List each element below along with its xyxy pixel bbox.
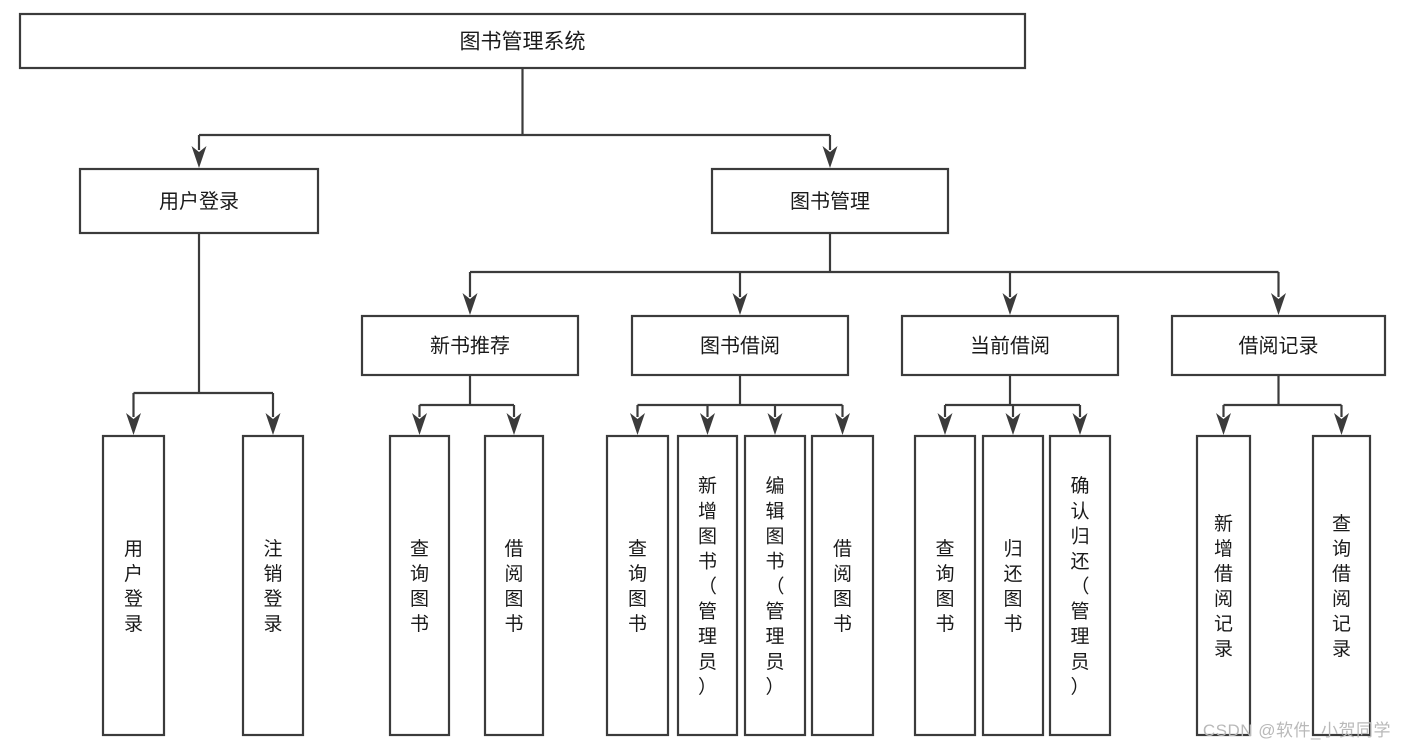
node-box[interactable]	[483, 434, 545, 737]
node-label: 借阅图书	[833, 538, 852, 635]
node-leaf_1[interactable]: 注销登录	[241, 434, 305, 737]
node-box[interactable]	[913, 434, 977, 737]
node-label: 查询图书	[935, 538, 954, 635]
arrowhead-icon	[822, 146, 838, 168]
node-l3_1[interactable]: 图书借阅	[630, 314, 850, 377]
arrowhead-icon	[506, 413, 522, 435]
node-leaf_0[interactable]: 用户登录	[101, 434, 166, 737]
node-leaf_10[interactable]: 确认归还（管理员）	[1048, 434, 1112, 737]
node-label: 借阅图书	[504, 538, 523, 635]
node-box[interactable]	[1170, 314, 1387, 377]
node-box[interactable]	[1048, 434, 1112, 737]
node-l2_1[interactable]: 图书管理	[710, 167, 950, 235]
arrowhead-icon	[1072, 413, 1088, 435]
edge-group-l3_3	[1216, 375, 1349, 435]
node-leaf_4[interactable]: 查询图书	[605, 434, 670, 737]
node-leaf_8[interactable]: 查询图书	[913, 434, 977, 737]
arrowhead-icon	[1271, 293, 1286, 315]
edge-group-l2_0	[126, 233, 281, 435]
node-l2_0[interactable]: 用户登录	[78, 167, 320, 235]
node-box[interactable]	[241, 434, 305, 737]
edge-group-l3_1	[630, 375, 850, 435]
node-label: 新增借阅记录	[1214, 513, 1233, 660]
node-label: 归还图书	[1003, 538, 1022, 635]
node-box[interactable]	[900, 314, 1120, 377]
arrowhead-icon	[1002, 293, 1018, 315]
node-leaf_11[interactable]: 新增借阅记录	[1195, 434, 1252, 737]
node-label: 编辑图书（管理员）	[765, 475, 784, 698]
node-leaf_9[interactable]: 归还图书	[981, 434, 1045, 737]
arrowhead-icon	[1005, 413, 1021, 435]
arrowhead-icon	[767, 413, 783, 435]
arrowhead-icon	[412, 413, 427, 435]
node-box[interactable]	[360, 314, 580, 377]
nodes-layer: 图书管理系统用户登录图书管理新书推荐图书借阅当前借阅借阅记录用户登录注销登录查询…	[18, 12, 1387, 737]
node-label: 查询图书	[628, 538, 647, 635]
arrowhead-icon	[1334, 413, 1349, 435]
node-leaf_5[interactable]: 新增图书（管理员）	[676, 434, 739, 737]
node-box[interactable]	[981, 434, 1045, 737]
arrowhead-icon	[630, 413, 645, 435]
node-l3_2[interactable]: 当前借阅	[900, 314, 1120, 377]
node-leaf_12[interactable]: 查询借阅记录	[1311, 434, 1372, 737]
node-box[interactable]	[810, 434, 875, 737]
node-l3_3[interactable]: 借阅记录	[1170, 314, 1387, 377]
node-root[interactable]: 图书管理系统	[18, 12, 1027, 70]
node-l3_0[interactable]: 新书推荐	[360, 314, 580, 377]
node-box[interactable]	[676, 434, 739, 737]
node-box[interactable]	[1311, 434, 1372, 737]
node-box[interactable]	[18, 12, 1027, 70]
node-label: 查询借阅记录	[1332, 513, 1351, 660]
arrowhead-icon	[191, 146, 207, 168]
edge-group-l3_0	[412, 375, 522, 435]
node-label: 图书管理	[790, 190, 870, 213]
arrowhead-icon	[937, 413, 953, 435]
node-label: 确认归还（管理员）	[1070, 475, 1089, 698]
node-label: 图书管理系统	[460, 31, 586, 54]
edge-group-l2_1	[462, 233, 1286, 315]
arrowhead-icon	[732, 293, 748, 315]
node-leaf_7[interactable]: 借阅图书	[810, 434, 875, 737]
node-box[interactable]	[630, 314, 850, 377]
arrowhead-icon	[1216, 413, 1231, 435]
node-label: 当前借阅	[970, 335, 1050, 358]
arrowhead-icon	[835, 413, 850, 435]
node-box[interactable]	[605, 434, 670, 737]
node-leaf_6[interactable]: 编辑图书（管理员）	[743, 434, 807, 737]
node-box[interactable]	[388, 434, 451, 737]
edge-group-l3_2	[937, 375, 1088, 435]
node-leaf_2[interactable]: 查询图书	[388, 434, 451, 737]
node-box[interactable]	[101, 434, 166, 737]
node-label: 新增图书（管理员）	[698, 475, 717, 698]
node-label: 新书推荐	[430, 335, 510, 358]
node-label: 借阅记录	[1239, 335, 1319, 358]
node-box[interactable]	[1195, 434, 1252, 737]
arrowhead-icon	[462, 293, 478, 315]
node-box[interactable]	[78, 167, 320, 235]
node-box[interactable]	[743, 434, 807, 737]
edge-group-root	[191, 68, 838, 168]
arrowhead-icon	[265, 413, 281, 435]
node-label: 查询图书	[410, 538, 429, 635]
node-label: 用户登录	[159, 190, 239, 213]
node-label: 图书借阅	[700, 335, 780, 358]
node-leaf_3[interactable]: 借阅图书	[483, 434, 545, 737]
edges-layer	[126, 68, 1349, 435]
node-label: 注销登录	[263, 538, 282, 635]
node-box[interactable]	[710, 167, 950, 235]
arrowhead-icon	[700, 413, 715, 435]
arrowhead-icon	[126, 413, 141, 435]
node-label: 用户登录	[124, 539, 143, 635]
